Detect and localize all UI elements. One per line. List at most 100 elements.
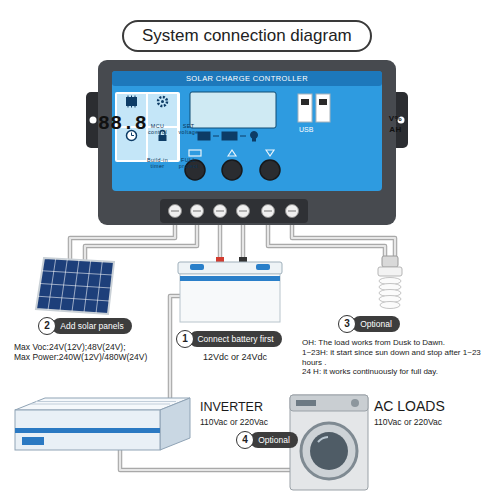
gear-icon (158, 97, 167, 106)
step-pill: Connect battery first (189, 331, 282, 347)
washing-machine (351, 399, 359, 407)
lcd-reading: AH (261, 125, 493, 135)
usb-port (298, 94, 330, 122)
port-label: USB (299, 126, 331, 134)
battery (178, 262, 282, 274)
washing-machine (296, 400, 316, 406)
button-icon (189, 150, 201, 156)
spec-text: Max Power:240W(12V)/480W(24V) (14, 352, 164, 362)
inverter (160, 398, 190, 450)
callout-number: 2 (44, 321, 50, 331)
wire (292, 220, 395, 256)
wire (219, 220, 221, 258)
controller-housing (86, 60, 408, 225)
wire (170, 296, 180, 398)
controller-housing (112, 71, 382, 86)
usb-port (316, 94, 330, 122)
lcd-display: 88.8V%AH (190, 92, 276, 128)
light-bulb (378, 256, 402, 309)
lcd-reading: 88.8 (0, 113, 258, 135)
controller-housing (90, 117, 97, 124)
feature-text: MCU control (144, 123, 171, 136)
inverter (15, 398, 190, 450)
device-name: AC LOADS (374, 398, 486, 415)
wire (120, 450, 290, 470)
solar-panel (36, 258, 114, 314)
device-title: SOLAR CHARGE CONTROLLER (112, 74, 382, 83)
terminal (171, 211, 296, 212)
battery (180, 276, 280, 281)
gear-icon (158, 97, 167, 106)
solar-panel (36, 258, 114, 314)
callout-number: 4 (242, 435, 248, 445)
terminal (169, 205, 299, 218)
step-pill: Optional (250, 432, 298, 448)
callout-number: 1 (182, 334, 188, 344)
battery (180, 274, 280, 322)
step-label: Optional (360, 319, 392, 329)
battery (190, 264, 204, 270)
inverter (22, 437, 44, 445)
step-label: Add solar panels (60, 321, 123, 331)
feature-icon: SET voltage (148, 94, 177, 126)
chip-icon (126, 97, 137, 106)
charge-controller: SOLAR CHARGE CONTROLLERMCU controlSET vo… (86, 60, 408, 225)
light-bulb (382, 256, 398, 267)
status-icons (222, 132, 237, 140)
usb-port (319, 99, 327, 105)
feature-text: FULL protect (175, 157, 202, 170)
wire (241, 220, 246, 258)
feature-text: Build-in timer (144, 157, 171, 170)
controller-housing (160, 199, 308, 223)
feature-panel (148, 94, 177, 126)
inverter (15, 410, 160, 450)
step-pill: Add solar panels (52, 318, 132, 334)
button-icon (189, 150, 274, 156)
step-label: Connect battery first (197, 334, 273, 344)
status-icons (213, 136, 219, 137)
step-number: 1 (176, 330, 194, 348)
light-bulb (380, 302, 400, 309)
button (222, 160, 242, 180)
wire (292, 220, 395, 256)
washing-machine (301, 423, 357, 479)
inverter (15, 428, 160, 433)
status-icons (198, 132, 258, 142)
inverter (30, 402, 176, 405)
usb-port (301, 99, 309, 105)
wire (242, 220, 244, 258)
washing-machine (318, 437, 328, 442)
controller-housing (98, 60, 396, 225)
status-icons (251, 132, 258, 139)
battery (256, 264, 270, 270)
voltage-text: 12Vdc or 24Vdc (203, 352, 293, 363)
lcd-screen (190, 92, 276, 128)
wire (218, 220, 223, 258)
chip-icon (128, 96, 135, 108)
timer-note: 1~23H: it start since sun down and stop … (302, 348, 488, 367)
button (185, 160, 280, 180)
step-number: 2 (38, 317, 56, 335)
washing-machine (290, 395, 368, 411)
button-icon (228, 150, 236, 156)
timer-note: 24 H: it works continuously for full day… (302, 367, 488, 377)
controller-housing (112, 71, 382, 191)
lcd-reading: V% (261, 114, 493, 124)
light-bulb (378, 267, 402, 276)
battery (178, 257, 282, 322)
washing-machine (290, 395, 368, 490)
status-icons (198, 132, 210, 140)
washing-machine (290, 395, 368, 490)
voltage-text: 110Vac or 220Vac (200, 417, 288, 427)
step-label: Optional (258, 435, 290, 445)
button-icon (266, 150, 274, 156)
diagram-title: System connection diagram (122, 20, 372, 52)
step-number: 4 (236, 431, 254, 449)
status-icons (253, 138, 256, 141)
solar-panel (38, 259, 113, 314)
voltage-text: 110Vac or 220Vac (374, 417, 486, 427)
usb-port (298, 94, 312, 122)
feature-text: SET voltage (175, 123, 202, 136)
wire (120, 450, 290, 470)
